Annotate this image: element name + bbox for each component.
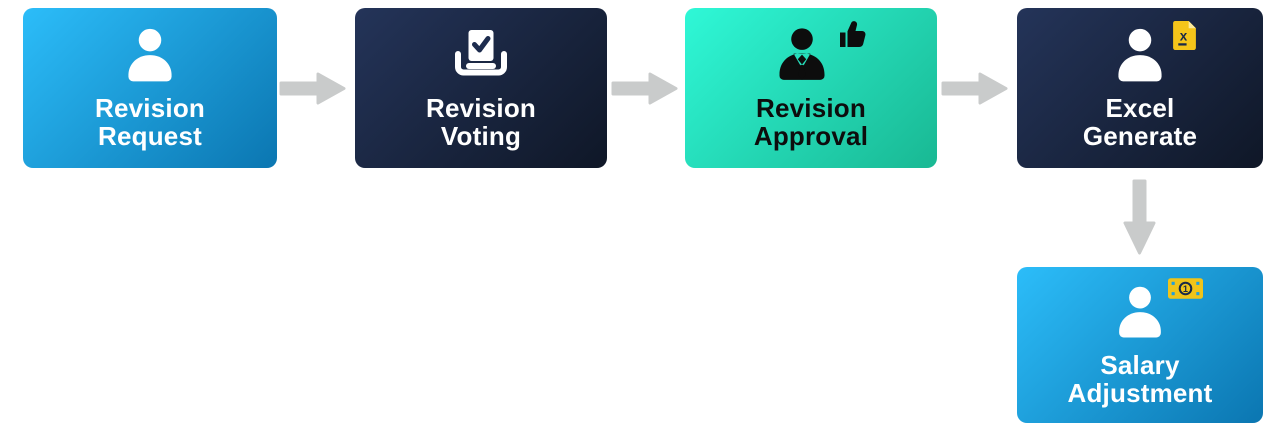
step-label-line: Voting bbox=[440, 121, 522, 151]
ballot-box-icon bbox=[449, 25, 513, 87]
step-label-line: Adjustment bbox=[1067, 378, 1213, 408]
step-label-line: Excel bbox=[1105, 93, 1175, 124]
flow-arrow-right-2 bbox=[611, 70, 679, 107]
step-label-line: Revision bbox=[95, 93, 205, 124]
step-label-line: Salary bbox=[1100, 350, 1180, 381]
excel-file-icon: x bbox=[1173, 21, 1196, 55]
svg-text:x: x bbox=[1180, 29, 1188, 44]
user-tie-icon bbox=[772, 21, 866, 87]
thumbs-up-icon bbox=[838, 19, 868, 54]
step-label-line: Generate bbox=[1082, 121, 1198, 151]
user-icon: x bbox=[1110, 21, 1196, 87]
step-label: Salary Adjustment bbox=[1068, 352, 1213, 407]
banknote-icon: 1 bbox=[1168, 278, 1203, 304]
flow-step-revision-voting: Revision Voting bbox=[355, 8, 607, 168]
flow-step-salary-adjustment: 1 Salary Adjustment bbox=[1017, 267, 1263, 423]
step-label-line: Approval bbox=[753, 121, 869, 151]
step-label-line: Revision bbox=[426, 93, 536, 124]
step-label: Revision Request bbox=[95, 95, 205, 150]
step-label: Revision Approval bbox=[754, 95, 868, 150]
flow-arrow-right-1 bbox=[279, 70, 347, 107]
flow-arrow-down bbox=[1121, 179, 1158, 257]
user-icon bbox=[120, 25, 180, 87]
flow-step-revision-approval: Revision Approval bbox=[685, 8, 937, 168]
flow-step-revision-request: Revision Request bbox=[23, 8, 277, 168]
step-label-line: Revision bbox=[756, 93, 866, 124]
svg-text:1: 1 bbox=[1183, 284, 1188, 294]
step-label: Revision Voting bbox=[426, 95, 536, 150]
step-label-line: Request bbox=[98, 121, 202, 151]
flow-arrow-right-3 bbox=[941, 70, 1009, 107]
user-icon: 1 bbox=[1111, 278, 1203, 344]
step-label: Excel Generate bbox=[1083, 95, 1197, 150]
flow-step-excel-generate: x Excel Generate bbox=[1017, 8, 1263, 168]
